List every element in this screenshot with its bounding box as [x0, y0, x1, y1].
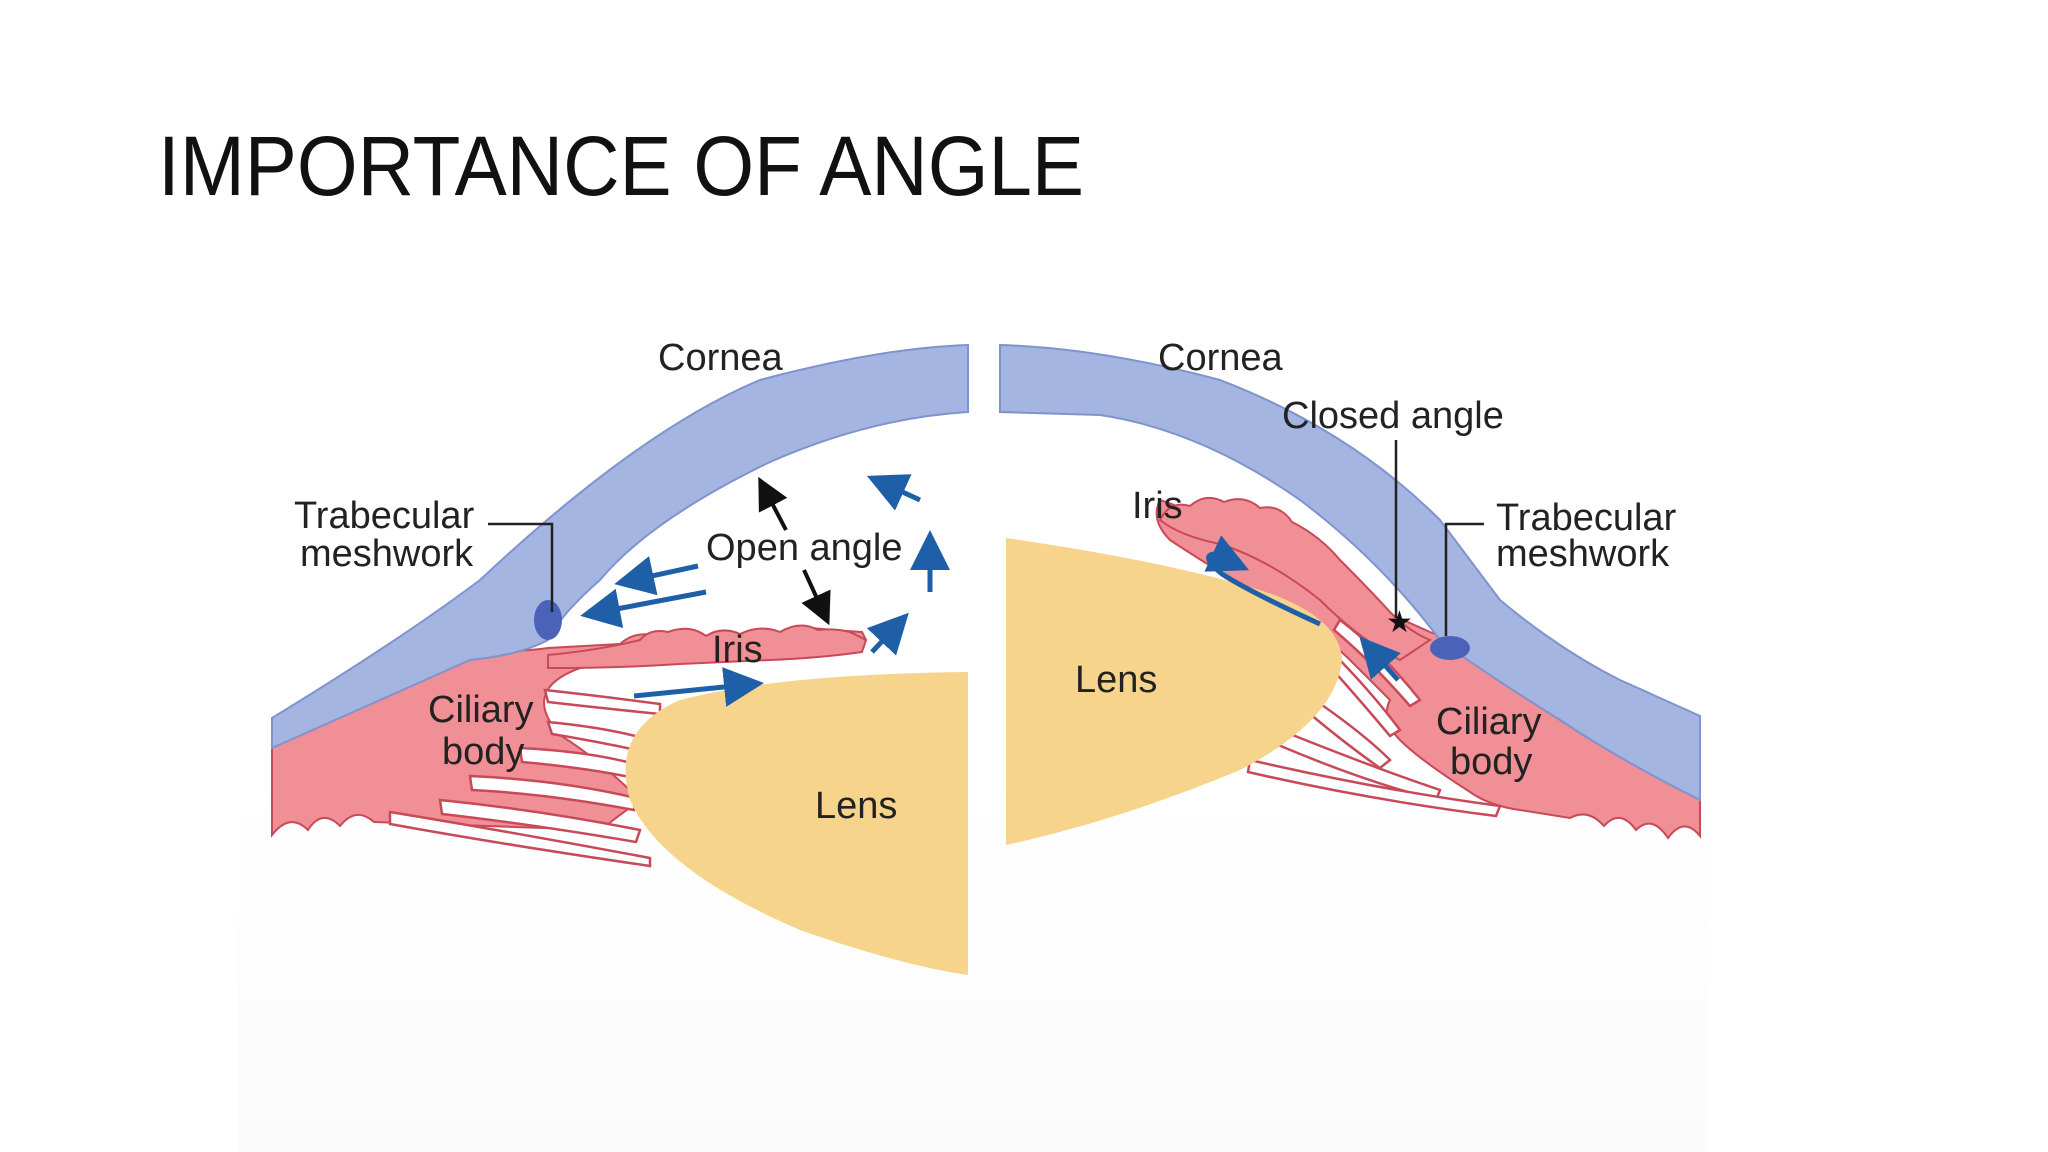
closed-cornea: [999, 343, 1701, 802]
closed-angle-label: Closed angle: [1282, 395, 1504, 437]
flow-arrow: [580, 588, 707, 629]
open-trabecular-label-2: meshwork: [300, 533, 474, 575]
closed-cornea-label: Cornea: [1158, 337, 1283, 379]
open-angle-label: Open angle: [706, 527, 903, 569]
closed-trabecular-leader: [1444, 522, 1484, 636]
open-iris-label: Iris: [712, 629, 763, 671]
open-iris: [547, 624, 868, 670]
flow-arrow: [866, 474, 922, 511]
open-cornea-label: Cornea: [658, 337, 783, 379]
open-angle-panel: Cornea Trabecular meshwork Open angle Ir…: [271, 337, 969, 975]
open-lens: [625, 672, 968, 975]
closed-angle-panel: ★ Cornea Closed angle Iris Trabecular me…: [999, 337, 1701, 845]
open-trabecular-blob: [534, 600, 562, 640]
open-flow-arrows: [580, 474, 950, 707]
flow-arrow: [633, 667, 764, 707]
open-trabecular-label-1: Trabecular: [294, 495, 475, 537]
closed-ciliary-label-1: Ciliary: [1436, 701, 1542, 743]
flow-arrow: [1204, 535, 1322, 627]
open-lens-label: Lens: [815, 785, 897, 827]
closed-flow-arrows: [1204, 535, 1401, 682]
slide-title: IMPORTANCE OF ANGLE: [158, 119, 1085, 213]
flow-arrow: [614, 556, 699, 596]
closed-iris-label: Iris: [1132, 485, 1183, 527]
closed-angle-star-icon: ★: [1386, 605, 1413, 640]
open-ciliary-label-2: body: [442, 731, 524, 773]
closed-zonule-fibers: [1246, 618, 1502, 818]
closed-lens-label: Lens: [1075, 659, 1157, 701]
flow-arrow: [866, 612, 909, 656]
open-angle-arrow-down: [801, 569, 831, 626]
open-trabecular-leader: [488, 522, 554, 612]
closed-trabecular-label-1: Trabecular: [1496, 497, 1677, 539]
closed-ciliary-label-2: body: [1450, 741, 1532, 783]
open-ciliary-label-1: Ciliary: [428, 689, 534, 731]
closed-lens: [1006, 538, 1342, 845]
open-angle-arrow-up: [758, 476, 788, 531]
closed-trabecular-blob: [1430, 636, 1470, 660]
closed-trabecular-label-2: meshwork: [1496, 533, 1670, 575]
flow-arrow: [1359, 636, 1401, 682]
